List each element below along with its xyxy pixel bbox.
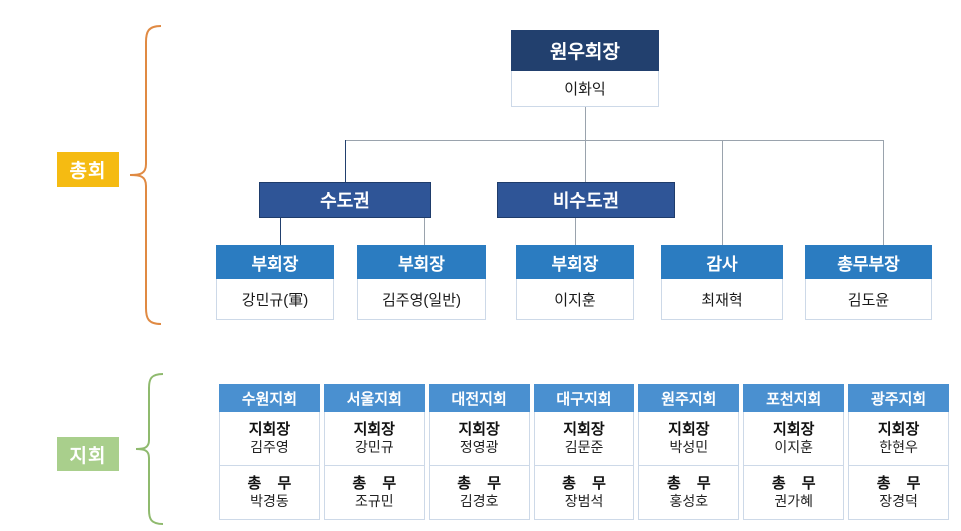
node-officer-2-title: 부회장 [357,245,486,279]
branch-secretary-role: 총 무 [666,475,717,493]
connector-main-bus [345,140,883,141]
branch-chief-cell: 지회장 이지훈 [743,412,845,466]
branch-secretary-name: 장경덕 [879,493,918,510]
branch-chief-role: 지회장 [248,421,291,439]
node-region-noncapital-label: 비수도권 [552,191,620,211]
branch-card[interactable]: 대구지회 지회장 김문준 총 무 장범석 [533,384,635,520]
branch-card[interactable]: 수원지회 지회장 김주영 총 무 박경동 [219,384,320,520]
branch-chief-role: 지회장 [773,421,815,439]
branch-secretary-name: 박경동 [250,493,289,510]
node-officer-2-name: 김주영(일반) [357,279,486,320]
branch-chief-cell: 지회장 한현우 [848,412,950,466]
section-label-assembly: 총회 [57,152,119,187]
connector-president-down [585,107,586,141]
branch-name: 대전지회 [428,384,530,412]
node-officer-3-name: 이지훈 [516,279,634,320]
branch-secretary-role: 총 무 [562,475,612,493]
branch-card[interactable]: 원주지회 지회장 박성민 총 무 홍성호 [638,384,740,520]
branch-chief-role: 지회장 [458,421,500,439]
branch-chief-cell: 지회장 강민규 [323,412,425,466]
branch-chief-name: 김문준 [564,439,604,456]
branch-chief-role: 지회장 [353,421,395,439]
branch-secretary-name: 권가혜 [774,493,814,510]
connector-capital-to-vp1 [280,218,281,245]
section-label-branch-text: 지회 [69,445,107,467]
node-officer-vice-president-2[interactable]: 부회장 김주영(일반) [357,245,486,320]
branch-name: 포천지회 [743,384,845,412]
branch-name: 수원지회 [219,384,320,412]
branch-chief-cell: 지회장 박성민 [638,412,740,466]
connector-bus-to-noncapital [585,140,586,182]
node-officer-auditor[interactable]: 감사 최재혁 [661,245,783,320]
node-officer-vice-president-3[interactable]: 부회장 이지훈 [516,245,634,320]
node-officer-5-name: 김도윤 [805,279,932,320]
branch-card-row: 수원지회 지회장 김주영 총 무 박경동 서울지회 지회장 강민규 총 무 조규… [219,384,950,520]
branch-secretary-cell: 총 무 김경호 [428,466,530,520]
branch-secretary-role: 총 무 [876,475,927,493]
branch-secretary-name: 조규민 [354,493,394,510]
node-officer-1-name: 강민규(軍) [216,279,334,320]
branch-card[interactable]: 광주지회 지회장 한현우 총 무 장경덕 [848,384,950,520]
branch-card[interactable]: 서울지회 지회장 강민규 총 무 조규민 [323,384,425,520]
branch-chief-role: 지회장 [563,421,605,439]
branch-chief-name: 박성민 [669,439,709,456]
branch-secretary-cell: 총 무 홍성호 [638,466,740,520]
branch-chief-cell: 지회장 김주영 [219,412,320,466]
section-label-assembly-text: 총회 [69,161,107,182]
branch-secretary-cell: 총 무 장경덕 [848,466,950,520]
branch-secretary-cell: 총 무 권가혜 [743,466,845,520]
branch-chief-name: 김주영 [250,439,289,456]
connector-bus-to-capital [345,140,346,182]
connector-capital-to-vp2 [424,218,425,245]
branch-secretary-name: 홍성호 [669,493,709,510]
branch-secretary-role: 총 무 [352,475,403,493]
node-region-capital-label: 수도권 [320,191,370,211]
branch-secretary-cell: 총 무 박경동 [219,466,320,520]
branch-secretary-name: 장범석 [564,493,604,510]
branch-secretary-role: 총 무 [247,475,298,493]
node-officer-3-title: 부회장 [516,245,634,279]
connector-bus-to-audit [722,140,723,245]
node-region-noncapital[interactable]: 비수도권 [497,182,675,218]
node-officer-general-manager[interactable]: 총무부장 김도윤 [805,245,932,320]
branch-chief-role: 지회장 [877,421,920,439]
node-officer-vice-president-1[interactable]: 부회장 강민규(軍) [216,245,334,320]
assembly-brace [129,25,162,325]
branch-card[interactable]: 대전지회 지회장 정영광 총 무 김경호 [428,384,530,520]
branch-chief-cell: 지회장 정영광 [428,412,530,466]
branch-secretary-cell: 총 무 조규민 [323,466,425,520]
section-label-branch: 지회 [57,437,119,471]
node-president[interactable]: 원우회장 이화익 [511,30,659,107]
node-officer-5-title: 총무부장 [805,245,932,279]
node-officer-4-title: 감사 [661,245,783,279]
branch-chief-cell: 지회장 김문준 [533,412,635,466]
node-officer-4-name: 최재혁 [661,279,783,320]
node-president-title: 원우회장 [511,30,659,71]
branch-chief-name: 정영광 [459,439,499,456]
branch-name: 광주지회 [848,384,950,412]
node-president-name: 이화익 [511,71,659,107]
branch-chief-role: 지회장 [668,421,710,439]
branch-card[interactable]: 포천지회 지회장 이지훈 총 무 권가혜 [743,384,845,520]
node-officer-1-title: 부회장 [216,245,334,279]
branch-secretary-role: 총 무 [457,475,508,493]
connector-noncapital-to-vp3 [575,218,576,245]
branch-chief-name: 강민규 [354,439,394,456]
node-region-capital[interactable]: 수도권 [259,182,431,218]
branch-name: 원주지회 [638,384,740,412]
branch-secretary-name: 김경호 [459,493,499,510]
branch-name: 서울지회 [323,384,425,412]
branch-secretary-role: 총 무 [771,475,822,493]
branch-brace [135,373,164,525]
branch-name: 대구지회 [533,384,635,412]
branch-secretary-cell: 총 무 장범석 [533,466,635,520]
branch-chief-name: 한현우 [879,439,918,456]
branch-chief-name: 이지훈 [774,439,814,456]
connector-bus-to-gm [883,140,884,245]
